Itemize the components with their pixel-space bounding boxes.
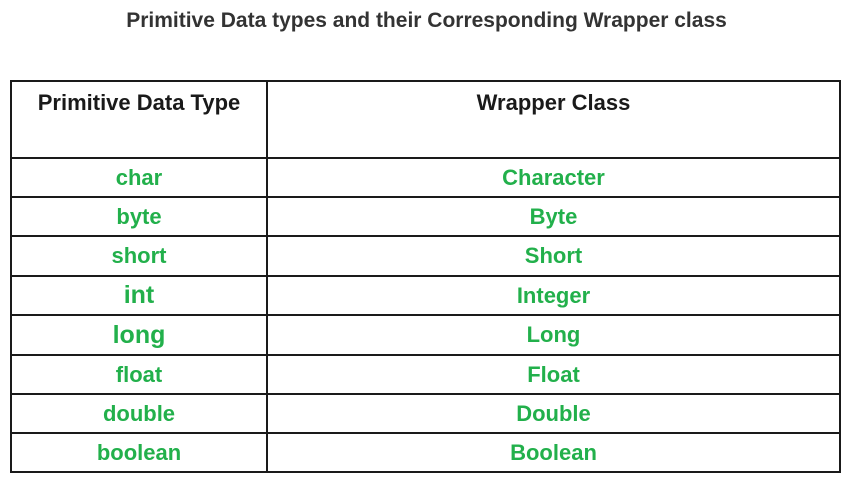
table-row: float Float [12, 354, 839, 393]
wrapper-cell: Integer [516, 282, 591, 308]
table-row: long Long [12, 314, 839, 354]
primitive-cell: double [12, 395, 268, 432]
header-primitive-data-type: Primitive Data Type [12, 82, 268, 157]
table-row: double Double [12, 393, 839, 432]
wrapper-class-table: Primitive Data Type Wrapper Class char C… [10, 80, 841, 473]
wrapper-cell: Double [516, 400, 591, 426]
table-row: boolean Boolean [12, 432, 839, 471]
primitive-cell: boolean [12, 434, 268, 471]
primitive-cell: short [12, 237, 268, 275]
table-row: short Short [12, 235, 839, 275]
table-row: byte Byte [12, 196, 839, 235]
table-header-row: Primitive Data Type Wrapper Class [12, 82, 839, 157]
wrapper-cell: Float [527, 361, 580, 387]
wrapper-cell: Boolean [510, 439, 597, 465]
primitive-cell: long [12, 316, 268, 354]
primitive-cell: byte [12, 198, 268, 235]
wrapper-cell: Short [524, 243, 583, 268]
page-title: Primitive Data types and their Correspon… [126, 9, 727, 32]
wrapper-cell: Long [526, 322, 581, 347]
table-row: char Character [12, 157, 839, 196]
header-wrapper-class: Wrapper Class [476, 90, 631, 115]
wrapper-cell: Byte [529, 203, 578, 229]
table-row: int Integer [12, 275, 839, 314]
primitive-cell: char [12, 159, 268, 196]
primitive-cell: float [12, 356, 268, 393]
primitive-cell: int [12, 277, 268, 314]
wrapper-cell: Character [502, 164, 605, 190]
